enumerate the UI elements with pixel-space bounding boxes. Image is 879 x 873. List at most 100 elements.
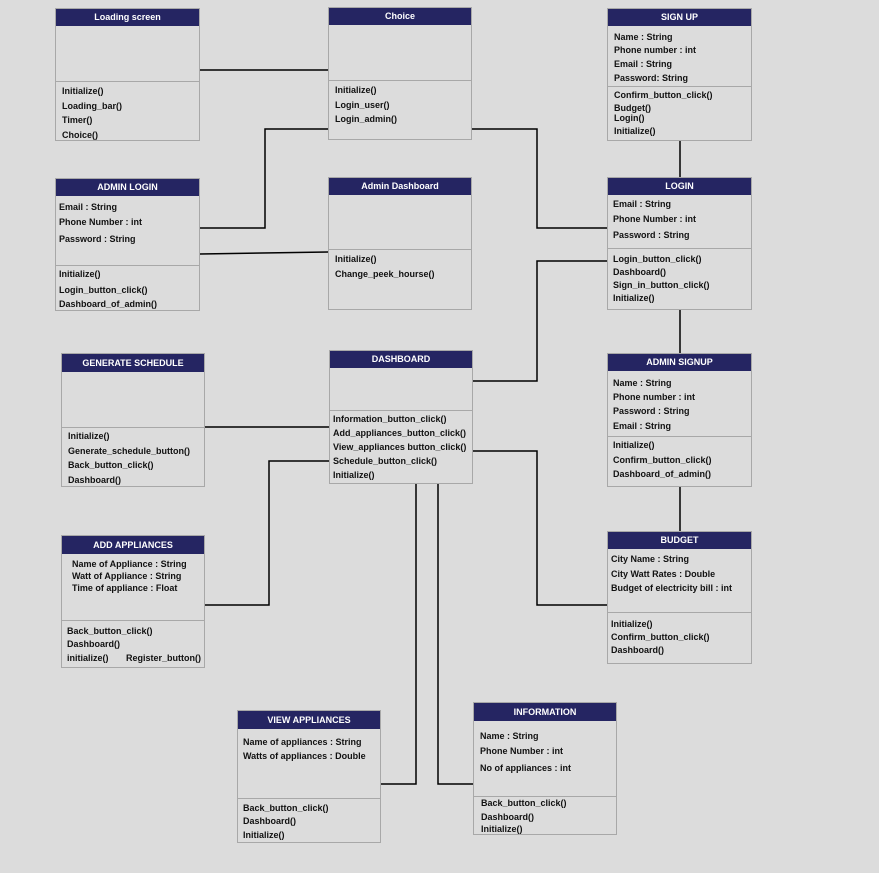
attribute: Phone Number : int (59, 217, 142, 227)
method: Budget() (614, 103, 651, 113)
method: Confirm_button_click() (614, 90, 713, 100)
attribute: City Name : String (611, 554, 690, 564)
class-title: ADMIN SIGNUP (608, 354, 751, 371)
attribute: Password : String (59, 234, 136, 244)
connector-add-appliances-dashboard (204, 460, 329, 606)
attribute: Watt of Appliance : String (72, 571, 182, 581)
divider (56, 81, 199, 82)
method: Login_button_click() (59, 285, 148, 295)
divider (56, 265, 199, 266)
divider (608, 436, 751, 437)
class-title: SIGN UP (608, 9, 751, 26)
divider (608, 86, 751, 87)
method: Initialize() (613, 440, 655, 450)
attribute: Name of Appliance : String (72, 559, 187, 569)
class-admin-login[interactable]: ADMIN LOGIN Email : String Phone Number … (55, 178, 200, 311)
attribute: Budget of electricity bill : int (611, 583, 733, 593)
method: Initialize() (614, 126, 656, 136)
method: Add_appliances_button_click() (333, 428, 467, 438)
class-title: Admin Dashboard (329, 178, 471, 195)
attribute: Email : String (59, 202, 118, 212)
method: Back_button_click() (243, 803, 329, 813)
divider (608, 612, 751, 613)
class-title: Loading screen (56, 9, 199, 26)
method: Initialize() (613, 293, 655, 303)
attribute: Phone Number : int (613, 214, 696, 224)
method: Back_button_click() (481, 798, 567, 808)
attribute: No of appliances : int (480, 763, 572, 773)
attribute: Email : String (613, 199, 672, 209)
connector-dashboard-login (472, 260, 607, 382)
attribute: Phone number : int (613, 392, 695, 402)
method: Dashboard() (613, 267, 667, 277)
method: Confirm_button_click() (613, 455, 712, 465)
divider (62, 427, 204, 428)
method: Initialize() (333, 470, 375, 480)
method: Initialize() (68, 431, 110, 441)
class-add-appliances[interactable]: ADD APPLIANCES Name of Appliance : Strin… (61, 535, 205, 668)
method: Information_button_click() (333, 414, 447, 424)
divider (62, 620, 204, 621)
class-budget[interactable]: BUDGET City Name : String City Watt Rate… (607, 531, 752, 664)
class-dashboard[interactable]: DASHBOARD Information_button_click() Add… (329, 350, 473, 484)
attribute: Name of appliances : String (243, 737, 362, 747)
method: Schedule_button_click() (333, 456, 438, 466)
method: Register_button() (126, 653, 201, 663)
class-login[interactable]: LOGIN Email : String Phone Number : int … (607, 177, 752, 310)
connector-dashboard-budget (472, 450, 607, 606)
class-choice[interactable]: Choice Initialize() Login_user() Login_a… (328, 7, 472, 140)
class-title: BUDGET (608, 532, 751, 549)
class-title: DASHBOARD (330, 351, 472, 368)
attribute: Name : String (613, 378, 672, 388)
class-information[interactable]: INFORMATION Name : String Phone Number :… (473, 702, 617, 835)
divider (608, 248, 751, 249)
method: Initialize() (62, 86, 104, 96)
attribute: Phone number : int (614, 45, 696, 55)
connector-dashboard-information (437, 483, 473, 785)
attribute: Email : String (614, 59, 673, 69)
method: Dashboard() (243, 816, 297, 826)
attribute: Watts of appliances : Double (243, 751, 366, 761)
method: Initialize() (481, 824, 523, 834)
method: Initialize() (335, 254, 377, 264)
divider (330, 410, 472, 411)
method: Initialize() (611, 619, 653, 629)
class-title: ADD APPLIANCES (62, 536, 204, 554)
class-generate-schedule[interactable]: GENERATE SCHEDULE Initialize() Generate_… (61, 353, 205, 487)
method: Loading_bar() (62, 101, 122, 111)
class-view-appliances[interactable]: VIEW APPLIANCES Name of appliances : Str… (237, 710, 381, 843)
class-title: ADMIN LOGIN (56, 179, 199, 196)
attribute: Time of appliance : Float (72, 583, 178, 593)
attribute: Password : String (613, 406, 690, 416)
method: initialize() (67, 653, 109, 663)
attribute: City Watt Rates : Double (611, 569, 716, 579)
attribute: Name : String (614, 32, 673, 42)
class-sign-up[interactable]: SIGN UP Name : String Phone number : int… (607, 8, 752, 141)
divider (329, 249, 471, 250)
attribute: Phone Number : int (480, 746, 563, 756)
connector-dashboard-view-appliances (380, 483, 417, 785)
connector-admin-login-choice (200, 128, 328, 229)
attribute: Email : String (613, 421, 672, 431)
method: Dashboard_of_admin() (613, 469, 712, 479)
method: View_appliances button_click() (333, 442, 467, 452)
method: Timer() (62, 115, 93, 125)
method: Back_button_click() (68, 460, 154, 470)
method: Dashboard_of_admin() (59, 299, 158, 309)
connector-admin-login-admin-dashboard (199, 251, 329, 255)
method: Dashboard() (481, 812, 535, 822)
method: Login_button_click() (613, 254, 702, 264)
method: Confirm_button_click() (611, 632, 710, 642)
class-admin-signup[interactable]: ADMIN SIGNUP Name : String Phone number … (607, 353, 752, 487)
method: Generate_schedule_button() (68, 446, 191, 456)
method: Initialize() (335, 85, 377, 95)
class-title: LOGIN (608, 178, 751, 195)
method: Dashboard() (67, 639, 121, 649)
class-title: Choice (329, 8, 471, 25)
method: Login() (614, 113, 645, 123)
class-admin-dashboard[interactable]: Admin Dashboard Initialize() Change_peek… (328, 177, 472, 310)
method: Initialize() (59, 269, 101, 279)
method: Back_button_click() (67, 626, 153, 636)
class-loading-screen[interactable]: Loading screen Initialize() Loading_bar(… (55, 8, 200, 141)
